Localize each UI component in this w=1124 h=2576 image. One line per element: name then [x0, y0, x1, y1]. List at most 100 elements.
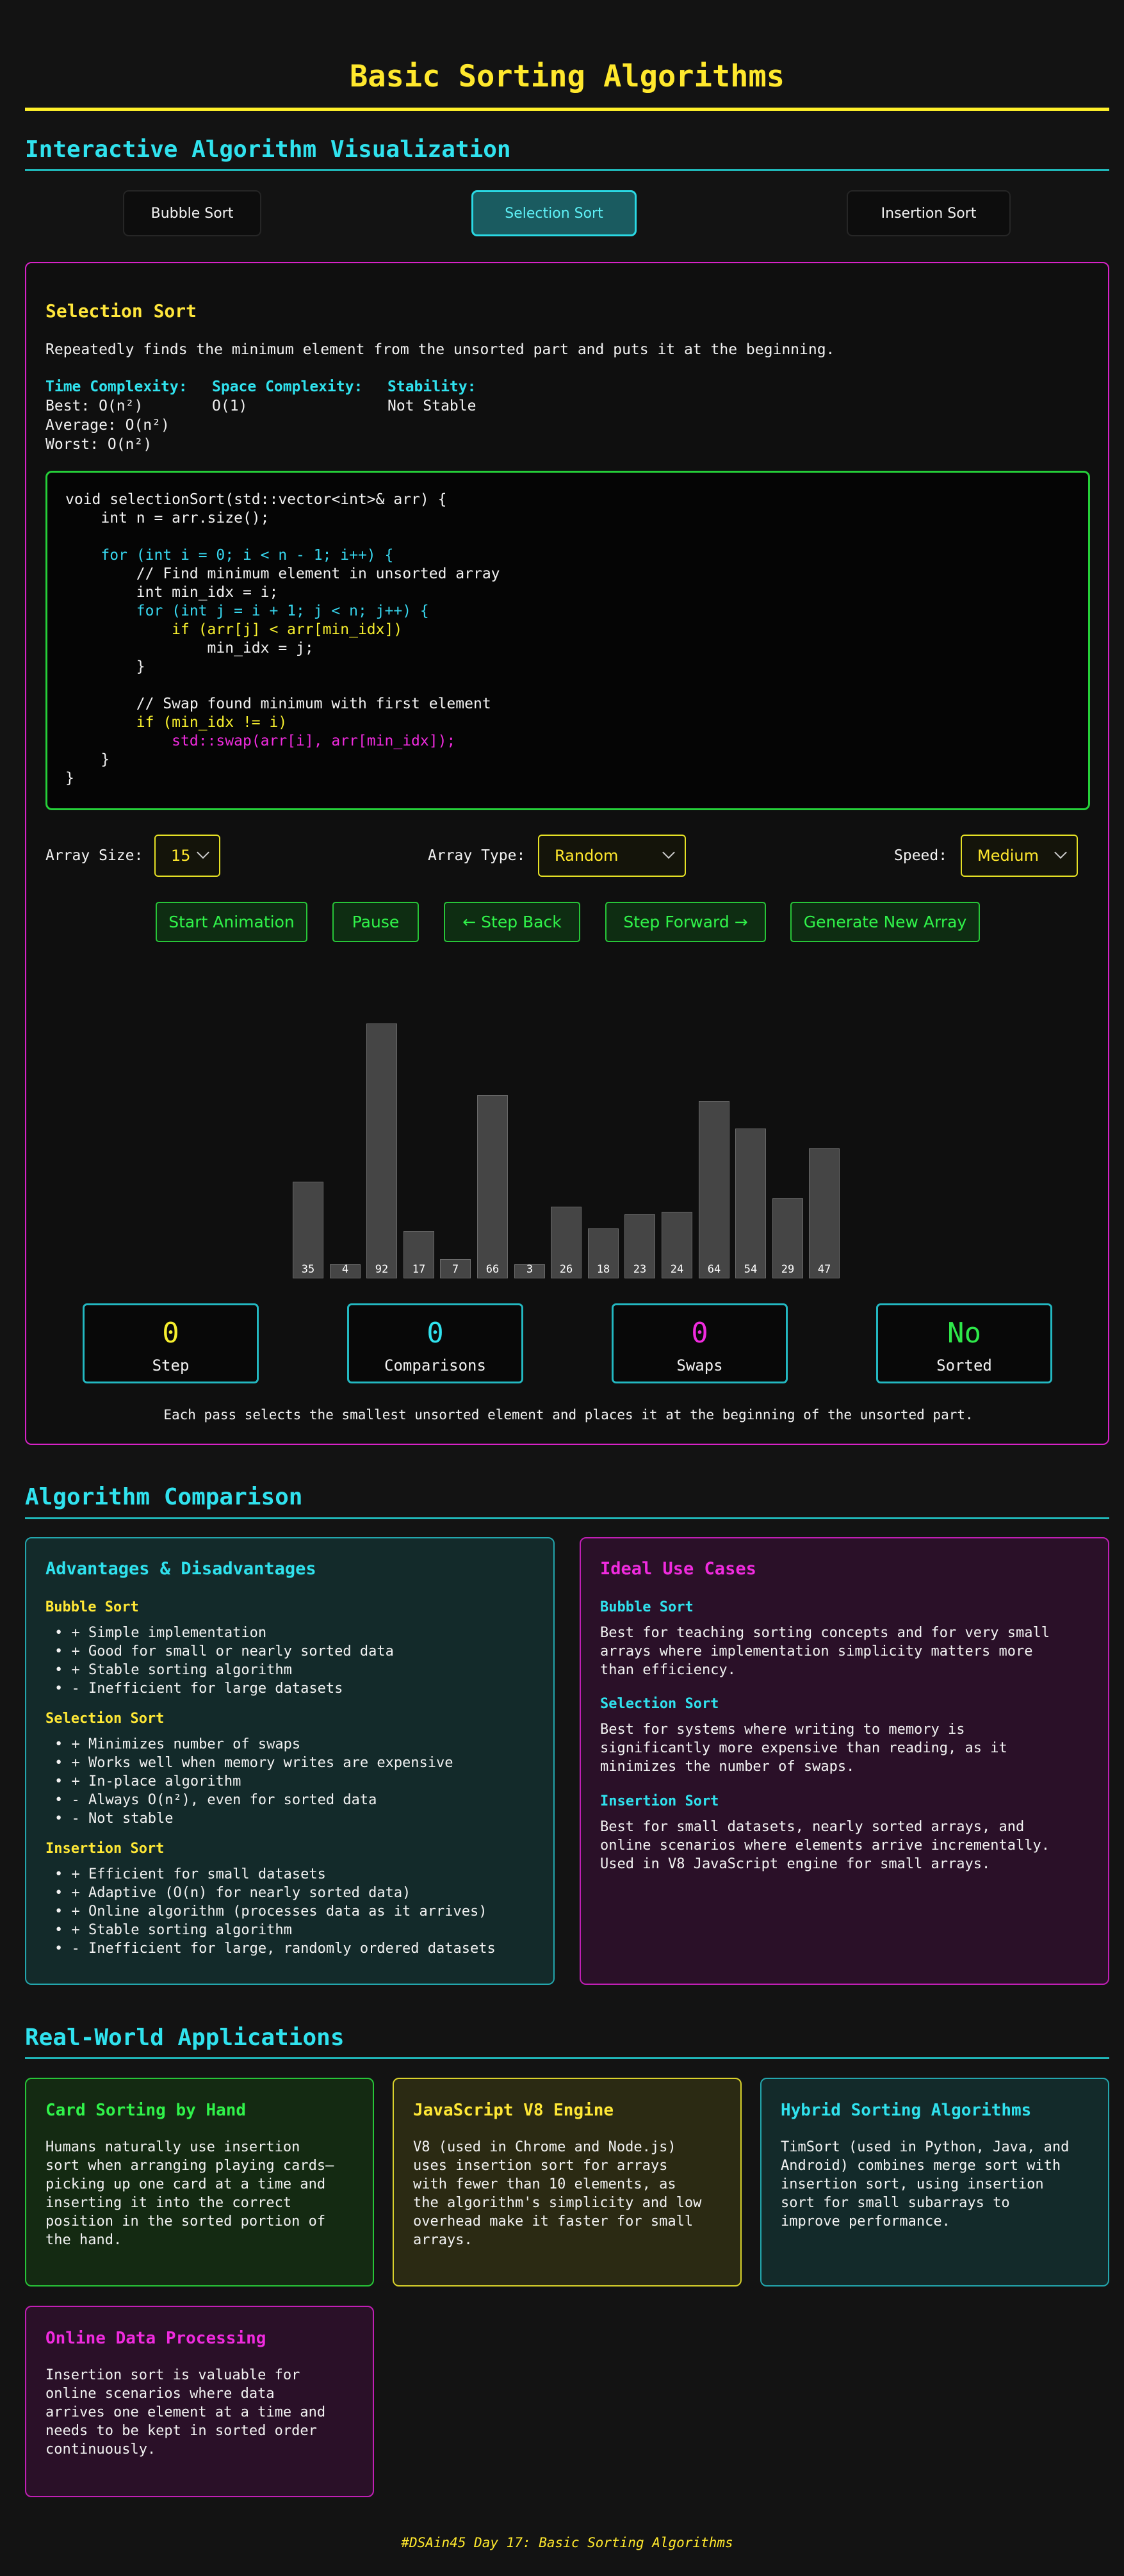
list-item: • + Minimizes number of swaps	[54, 1735, 453, 1754]
list-item: • - Inefficient for large datasets	[54, 1679, 394, 1698]
application-line: sort for small subarrays to	[781, 2195, 1010, 2211]
time-complexity: Time Complexity: Best: O(n²) Average: O(…	[45, 377, 188, 454]
insertion-sort-heading: Insertion Sort	[45, 1841, 165, 1857]
title-divider	[25, 108, 1109, 111]
list-item-text: + Works well when memory writes are expe…	[71, 1755, 453, 1771]
array-bar-label: 7	[452, 1263, 459, 1276]
time-complexity-label: Time Complexity:	[45, 379, 188, 395]
use-case-line: Best for systems where writing to memory…	[600, 1722, 965, 1738]
array-bar-label: 54	[744, 1263, 758, 1276]
code-line: }	[65, 751, 110, 768]
comparison-section-title: Algorithm Comparison	[25, 1484, 303, 1510]
application-line: overhead make it faster for small	[413, 2213, 694, 2230]
use-case-title: Bubble Sort	[600, 1599, 694, 1615]
list-item-text: + Stable sorting algorithm	[71, 1922, 292, 1938]
bullet-icon: •	[54, 1625, 72, 1641]
array-bar-label: 3	[526, 1263, 533, 1276]
bullet-icon: •	[54, 1866, 72, 1882]
array-bar: 26	[551, 1207, 582, 1278]
array-bar-label: 23	[633, 1263, 647, 1276]
application-description: V8 (used in Chrome and Node.js)uses inse…	[413, 2138, 727, 2249]
step-forward-button[interactable]: Step Forward →	[605, 902, 766, 942]
array-type-select[interactable]: Random	[538, 835, 686, 877]
array-bar: 92	[366, 1023, 397, 1278]
tab-insertion-sort[interactable]: Insertion Sort	[847, 190, 1011, 236]
array-bar-label: 29	[781, 1263, 795, 1276]
code-line: for (int j = i + 1; j < n; j++) {	[65, 603, 429, 619]
algorithm-name: Selection Sort	[45, 300, 197, 322]
application-line: improve performance.	[781, 2213, 950, 2230]
array-size-select[interactable]: 15	[154, 835, 220, 877]
list-item: • + Stable sorting algorithm	[54, 1661, 394, 1679]
array-bar: 24	[662, 1212, 692, 1278]
space-complexity-value: O(1)	[212, 398, 248, 414]
use-case-line: than efficiency.	[600, 1662, 736, 1678]
bubble-sort-list: • + Simple implementation• + Good for sm…	[54, 1624, 394, 1698]
bullet-icon: •	[54, 1792, 72, 1808]
comparisons-label: Comparisons	[384, 1357, 486, 1374]
bullet-icon: •	[54, 1903, 72, 1920]
list-item-text: - Not stable	[71, 1811, 174, 1827]
sorted-stat: No Sorted	[876, 1303, 1052, 1383]
application-line: insertion sort, using insertion	[781, 2176, 1044, 2192]
application-line: continuously.	[45, 2441, 156, 2458]
start-animation-button[interactable]: Start Animation	[156, 902, 307, 942]
array-bar-label: 64	[707, 1263, 721, 1276]
list-item-text: + Efficient for small datasets	[71, 1866, 326, 1882]
application-title: Hybrid Sorting Algorithms	[781, 2101, 1032, 2120]
array-bar-label: 24	[670, 1263, 684, 1276]
application-title: JavaScript V8 Engine	[413, 2101, 614, 2120]
list-item: • + Online algorithm (processes data as …	[54, 1902, 496, 1921]
code-line: if (arr[j] < arr[min_idx])	[65, 621, 403, 638]
array-bar-label: 35	[301, 1263, 315, 1276]
use-case-line: Best for small datasets, nearly sorted a…	[600, 1819, 1025, 1835]
application-line: V8 (used in Chrome and Node.js)	[413, 2139, 676, 2155]
array-bar-label: 66	[485, 1263, 500, 1276]
advantages-card: Advantages & Disadvantages Bubble Sort •…	[25, 1537, 555, 1985]
application-card-online-processing: Online Data Processing Insertion sort is…	[25, 2306, 374, 2497]
application-line: arrives one element at a time and	[45, 2404, 326, 2420]
code-line: int n = arr.size();	[65, 510, 270, 526]
array-bar: 4	[330, 1263, 361, 1278]
application-line: Insertion sort is valuable for	[45, 2367, 300, 2383]
bullet-icon: •	[54, 1885, 72, 1901]
speed-select[interactable]: Medium	[961, 835, 1078, 877]
visualization-divider	[25, 169, 1109, 171]
step-back-button[interactable]: ← Step Back	[444, 902, 580, 942]
array-bar-label: 26	[559, 1263, 573, 1276]
bullet-icon: •	[54, 1773, 72, 1789]
code-block: void selectionSort(std::vector<int>& arr…	[45, 471, 1090, 810]
pause-button[interactable]: Pause	[332, 902, 419, 942]
visualization-panel: Selection Sort Repeatedly finds the mini…	[25, 262, 1109, 1445]
selection-sort-list: • + Minimizes number of swaps • + Works w…	[54, 1735, 453, 1828]
code-line: // Find minimum element in unsorted arra…	[65, 566, 500, 582]
visualization-section-title: Interactive Algorithm Visualization	[25, 136, 511, 163]
tab-selection-sort[interactable]: Selection Sort	[471, 190, 637, 236]
list-item: • + Stable sorting algorithm	[54, 1921, 496, 1939]
comparisons-value: 0	[427, 1317, 444, 1349]
applications-divider	[25, 2057, 1109, 2059]
generate-array-button[interactable]: Generate New Array	[790, 902, 980, 942]
array-bar-label: 17	[412, 1263, 426, 1276]
use-case-line: significantly more expensive than readin…	[600, 1740, 1007, 1756]
tab-bubble-sort[interactable]: Bubble Sort	[123, 190, 261, 236]
array-type-label: Array Type:	[428, 847, 526, 864]
application-card-v8-engine: JavaScript V8 Engine V8 (used in Chrome …	[393, 2078, 742, 2287]
list-item: • - Inefficient for large, randomly orde…	[54, 1939, 496, 1958]
page-footer: #DSAin45 Day 17: Basic Sorting Algorithm…	[401, 2535, 733, 2550]
swaps-value: 0	[691, 1317, 708, 1349]
comparisons-stat: 0 Comparisons	[347, 1303, 523, 1383]
list-item-text: + Minimizes number of swaps	[71, 1736, 301, 1752]
array-bar: 47	[809, 1148, 840, 1278]
list-item-text: - Inefficient for large datasets	[71, 1681, 343, 1697]
use-case-description: Best for systems where writing to memory…	[600, 1720, 1007, 1776]
application-line: the hand.	[45, 2232, 122, 2248]
bullet-icon: •	[54, 1922, 72, 1938]
bullet-icon: •	[54, 1643, 72, 1659]
bullet-icon: •	[54, 1681, 72, 1697]
code-line: int min_idx = i;	[65, 584, 279, 601]
stability-label: Stability:	[387, 379, 476, 395]
sorted-label: Sorted	[936, 1357, 992, 1374]
